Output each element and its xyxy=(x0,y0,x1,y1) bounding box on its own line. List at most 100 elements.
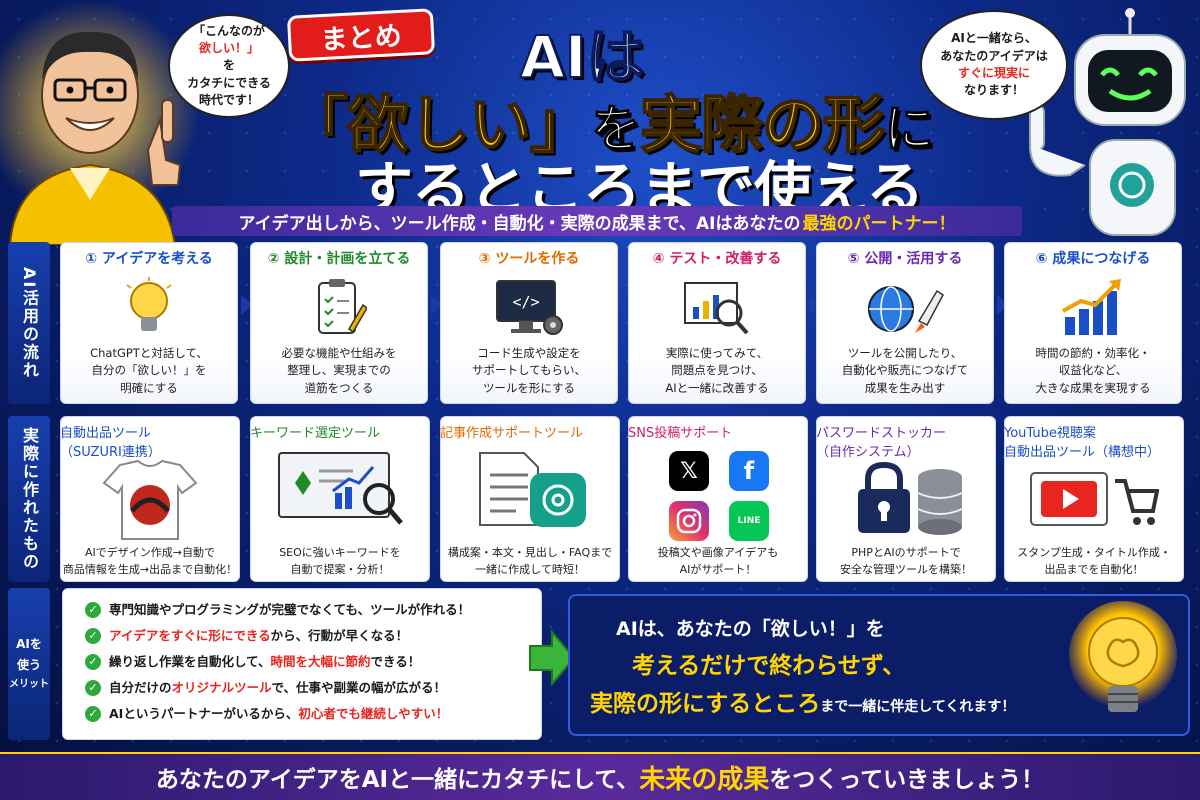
merit-text: で、仕事や副業の幅が広がる！ xyxy=(271,680,447,695)
made-item-desc-line: 安全な管理ツールを構築！ xyxy=(840,562,972,576)
made-item-desc-line: 出品までを自動化！ xyxy=(1044,562,1144,576)
made-item-title: YouTube視聴案自動出品ツール（構想中） xyxy=(1004,422,1184,460)
flow-step-desc-line: 成果を生み出す xyxy=(864,380,946,395)
lightbulb-icon xyxy=(121,277,177,343)
merit-text: AIというパートナーがいるから、 xyxy=(109,706,299,721)
flow-step-card: ⑤ 公開・活用するツールを公開したり、自動化や販売につなげて成果を生み出す xyxy=(816,242,994,404)
conclusion-panel: AIは、あなたの「欲しい！」を 考えるだけで終わらせず、 実際の形にするところま… xyxy=(568,594,1190,736)
made-item-title: 自動出品ツール（SUZURI連携） xyxy=(60,422,240,460)
flow-step-card: ④ テスト・改善する実際に使ってみて、問題点を見つけ、 AIと一緒に改善する xyxy=(628,242,806,404)
flow-step-desc-line: 道筋をつくる xyxy=(304,380,374,395)
conclusion-text: まで一緒に伴走してくれます！ xyxy=(820,699,1016,715)
made-item-title: SNS投稿サポート xyxy=(628,422,808,441)
camera-glyph xyxy=(676,508,702,534)
merit-item-text: AIというパートナーがいるから、初心者でも継続しやすい！ xyxy=(109,701,448,727)
merit-label-text: 使う xyxy=(16,657,41,672)
flow-step-desc: ツールを公開したり、自動化や販売につなげて成果を生み出す xyxy=(817,345,993,397)
conclusion-line-2: 考えるだけで終わらせず、 xyxy=(632,653,906,679)
made-item-desc: SEOに強いキーワードを自動で提案・分析！ xyxy=(251,545,429,578)
merit-highlight: 時間を大幅に節約 xyxy=(270,654,371,669)
flow-step-desc: 時間の節約・効率化・収益化など、大きな成果を実現する xyxy=(1005,345,1181,397)
lock-database-icon xyxy=(846,459,966,543)
bubble-text: 「こんなのが xyxy=(192,23,265,38)
code-monitor-icon: </> xyxy=(493,277,565,343)
footer-bar: あなたのアイデアをAIと一緒にカタチにして、未来の成果をつくっていきましょう！ xyxy=(0,752,1200,800)
flow-step-desc-line: 問題点を見つけ、 xyxy=(671,363,763,378)
title-line-2: 「欲しい」を実際の形に xyxy=(285,74,935,164)
flow-step-title: ② 設計・計画を立てる xyxy=(267,251,411,267)
made-item-desc: PHPとAIのサポートで安全な管理ツールを構築！ xyxy=(817,545,995,578)
document-ai-icon xyxy=(470,449,590,533)
made-item-title-line: 自動出品ツール xyxy=(60,426,152,441)
made-item-desc-line: AIでデザイン作成→自動で xyxy=(85,546,215,559)
merit-item: ✓アイデアをすぐに形にできるから、行動が早くなる！ xyxy=(85,623,541,649)
flow-step-desc-line: サポートしてもらい、 xyxy=(471,363,587,378)
made-item-title-line: 自動出品ツール（構想中） xyxy=(1004,445,1161,460)
flow-step-desc-line: 収益化など、 xyxy=(1058,363,1128,378)
merit-item: ✓繰り返し作業を自動化して、時間を大幅に節約できる！ xyxy=(85,649,541,675)
flow-section-label: AI活用の流れ xyxy=(8,242,50,404)
bubble-text: を xyxy=(222,58,235,73)
subtitle-highlight: 最強のパートナー！ xyxy=(802,213,956,234)
lightbulb-brain-icon xyxy=(1069,601,1177,712)
title-highlight-want: 「欲しい」 xyxy=(285,87,593,162)
made-item-desc-line: 構成案・本文・見出し・FAQまで xyxy=(447,546,613,559)
footer-text: あなたのアイデアをAIと一緒にカタチにして、 xyxy=(155,767,640,793)
check-icon: ✓ xyxy=(85,706,101,722)
presenter-illustration xyxy=(0,0,200,245)
merit-list-panel: ✓専門知識やプログラミングが完璧でなくても、ツールが作れる！✓アイデアをすぐに形… xyxy=(62,588,542,740)
flow-step-title: ④ テスト・改善する xyxy=(652,251,782,267)
flow-step-desc-line: 大きな成果を実現する xyxy=(1035,380,1151,395)
right-arrow-icon xyxy=(529,630,576,686)
merit-text: 繰り返し作業を自動化して、 xyxy=(109,654,271,669)
made-item-title-line: （自作システム） xyxy=(816,445,920,460)
made-item-card: SEOに強いキーワードを自動で提案・分析！ xyxy=(250,416,430,582)
bubble-text: あなたのアイデアは xyxy=(940,48,1048,63)
title-line-1: AIは xyxy=(519,22,645,92)
made-item-desc-line: SEOに強いキーワードを xyxy=(279,546,401,559)
made-item-desc: スタンプ生成・タイトル作成・出品までを自動化！ xyxy=(1005,545,1183,578)
flow-step-desc-line: AIと一緒に改善する xyxy=(665,380,769,395)
merit-list: ✓専門知識やプログラミングが完璧でなくても、ツールが作れる！✓アイデアをすぐに形… xyxy=(63,589,541,727)
made-item-desc-line: 投稿文や画像アイデアも xyxy=(657,546,779,559)
made-item-title: パスワードストッカー （自作システム） xyxy=(816,422,996,460)
flow-step-title: ⑥ 成果につなげる xyxy=(1035,251,1151,267)
merit-highlight: アイデアをすぐに形にできる xyxy=(109,628,271,643)
conclusion-highlight: 実際の形にするところ xyxy=(590,691,821,717)
merit-section-label: AIを 使う メリット xyxy=(8,588,50,740)
bubble-text: 時代です！ xyxy=(198,93,259,108)
made-item-card: PHPとAIのサポートで安全な管理ツールを構築！ xyxy=(816,416,996,582)
flow-step-card: ③ ツールを作る</>コード生成や設定をサポートしてもらい、ツールを形にする xyxy=(440,242,618,404)
made-item-desc-line: AIがサポート！ xyxy=(679,562,757,576)
flow-step-card: ② 設計・計画を立てる必要な機能や仕組みを整理し、実現までの道筋をつくる xyxy=(250,242,428,404)
flow-step-desc-line: 実際に使ってみて、 xyxy=(665,346,769,360)
flow-step-desc-line: ChatGPTと対話して、 xyxy=(90,346,208,360)
made-item-title-line: パスワードストッカー xyxy=(816,426,947,441)
made-item-title: キーワード選定ツール xyxy=(250,422,430,441)
made-item-desc: 投稿文や画像アイデアも AIがサポート！ xyxy=(629,545,807,578)
made-item-title-line: YouTube視聴案 xyxy=(1004,426,1096,441)
made-item-desc-line: 一緒に作成して時短！ xyxy=(475,562,585,576)
merit-item-text: 自分だけのオリジナルツールで、仕事や副業の幅が広がる！ xyxy=(109,675,446,701)
bubble-text-highlight: すぐに現実に xyxy=(957,66,1030,80)
flow-step-desc: 実際に使ってみて、問題点を見つけ、 AIと一緒に改善する xyxy=(629,345,805,397)
made-section-label: 実際に作れたもの xyxy=(8,416,50,582)
speech-bubble-right: AIと一緒なら、 あなたのアイデアは すぐに現実に なります！ xyxy=(920,10,1068,120)
flow-step-desc: コード生成や設定をサポートしてもらい、ツールを形にする xyxy=(441,345,617,397)
made-item-title-line: キーワード選定ツール xyxy=(250,426,381,441)
flow-step-title: ⑤ 公開・活用する xyxy=(847,251,963,267)
flow-step-desc-line: 自分の「欲しい！」を xyxy=(91,363,207,378)
bubble-text: AIと一緒なら、 xyxy=(951,31,1037,46)
flow-step-desc-line: 時間の節約・効率化・ xyxy=(1035,346,1151,360)
merit-label-text: AIを xyxy=(16,636,42,651)
flow-step-desc-line: 自動化や販売につなげて xyxy=(841,363,969,378)
title-particle: に xyxy=(884,100,935,159)
speech-bubble-left: 「こんなのが 欲しい！」 を カタチにできる 時代です！ xyxy=(168,14,290,118)
made-item-card: AIでデザイン作成→自動で商品情報を生成→出品まで自動化！ xyxy=(60,416,240,582)
growth-chart-icon xyxy=(1057,277,1129,343)
check-icon: ✓ xyxy=(85,654,101,670)
video-cart-icon xyxy=(1029,459,1160,543)
